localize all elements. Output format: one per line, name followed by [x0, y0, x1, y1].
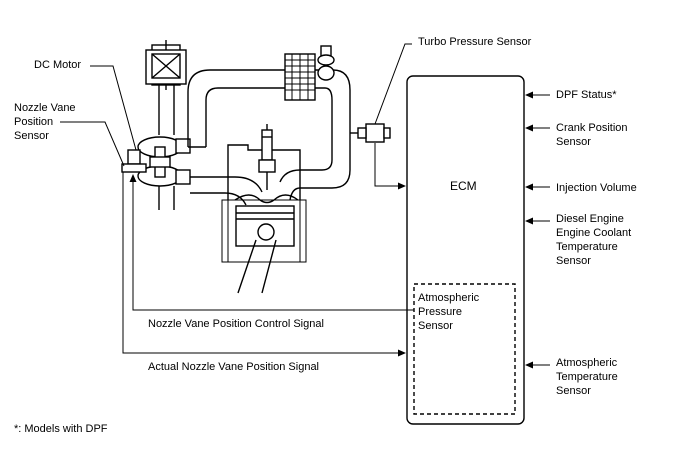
crank-position-label: Crank Position Sensor: [556, 122, 631, 148]
injection-volume-label: Injection Volume: [556, 182, 637, 194]
atmospheric-pressure-label: Atmospheric Pressure Sensor: [418, 292, 482, 332]
nozzle-vane-sensor-base: [121, 163, 147, 173]
dc-motor-label: DC Motor: [34, 59, 81, 71]
atmospheric-temp-label: Atmospheric Temperature Sensor: [556, 357, 621, 397]
turbocharger: [137, 136, 191, 210]
turbo-pressure-sensor: [350, 123, 391, 143]
intercooler: [284, 53, 316, 101]
turbo-pressure-leader: [374, 43, 412, 125]
footnote: *: Models with DPF: [14, 423, 108, 435]
ecm-label: ECM: [450, 179, 477, 193]
actual-signal-label: Actual Nozzle Vane Position Signal: [148, 361, 319, 373]
injector: [258, 124, 276, 190]
cylinder-block: [221, 199, 307, 294]
engine-illustration: [121, 40, 391, 294]
actual-signal-line: [122, 172, 406, 357]
turbo-pressure-sensor-label: Turbo Pressure Sensor: [418, 36, 532, 48]
dpf-status-label: DPF Status*: [556, 89, 617, 101]
control-signal-line: [129, 174, 414, 311]
control-signal-label: Nozzle Vane Position Control Signal: [148, 318, 324, 330]
dc-motor-leader: [90, 65, 137, 151]
atmospheric-pressure-sensor-box: [413, 283, 516, 415]
ecm-box: [406, 75, 525, 425]
coolant-temp-label: Diesel Engine Engine Coolant Temperature…: [556, 213, 634, 267]
throttle-valve: [317, 65, 335, 81]
nozzle-vane-sensor-body: [127, 149, 141, 165]
nozzle-vane-sensor-label: Nozzle Vane Position Sensor: [14, 102, 79, 142]
nozzle-vane-sensor-leader: [60, 121, 125, 167]
turbo-pressure-signal-line: [374, 143, 406, 190]
